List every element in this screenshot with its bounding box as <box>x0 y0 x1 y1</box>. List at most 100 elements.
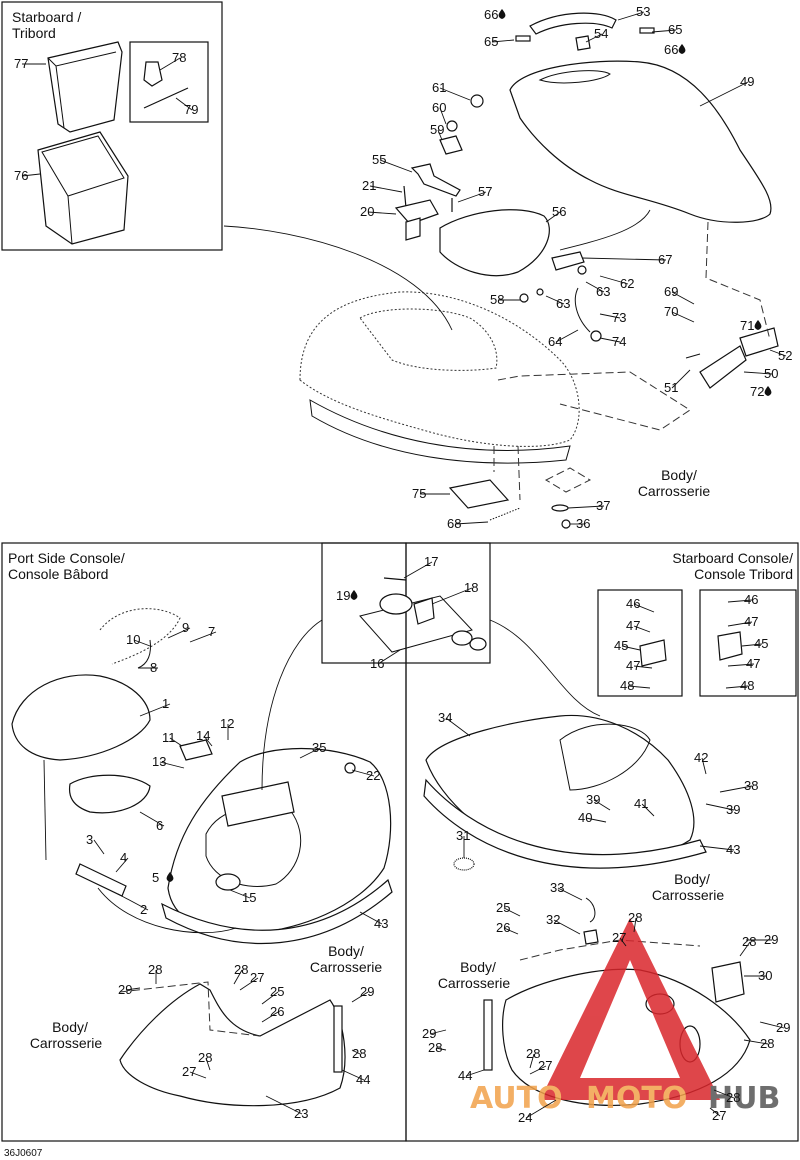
lubricant-drop-icon <box>166 872 174 882</box>
mount-plate-75 <box>448 479 510 509</box>
plug-22 <box>344 762 356 774</box>
part-number-label: 11 <box>162 730 176 745</box>
leader-line <box>367 211 397 215</box>
part-number-label: 37 <box>596 498 610 513</box>
storage-cover-49 <box>509 60 772 223</box>
part-number-label: 20 <box>360 204 374 219</box>
leader-line <box>203 735 213 747</box>
leader-line <box>769 349 787 357</box>
part-number-label: 53 <box>636 4 650 19</box>
part-number-label: 27 <box>712 1108 726 1123</box>
part-number-label: 71 <box>740 318 754 333</box>
part-number-label: 42 <box>694 750 708 765</box>
leader-line <box>593 799 611 811</box>
leader-line <box>553 919 581 935</box>
part-number-label: 34 <box>438 710 452 725</box>
leader-line <box>619 937 627 947</box>
part-number-label: 41 <box>634 796 648 811</box>
part-number-label: 61 <box>432 80 446 95</box>
part-number-label: 27 <box>538 1058 552 1073</box>
leader-line <box>115 857 129 873</box>
strap-9-10 <box>99 608 181 669</box>
lubricant-drop-icon <box>350 590 358 600</box>
leader-line <box>369 185 403 193</box>
part-number-label: 27 <box>250 970 264 985</box>
leader-line <box>621 645 641 651</box>
pin-65-right <box>639 27 655 34</box>
leader-line <box>529 1065 547 1075</box>
leader-line <box>599 275 629 285</box>
bracket-55 <box>410 163 461 197</box>
leader-line <box>377 649 401 665</box>
section-label-port-line2: Console Bâbord <box>8 566 108 582</box>
part-number-label: 47 <box>744 614 758 629</box>
leader-line <box>529 1053 535 1069</box>
part-number-label: 48 <box>740 678 754 693</box>
bolt-21 <box>403 185 407 209</box>
part-number-label: 66 <box>664 42 678 57</box>
part-number-label: 2 <box>140 902 147 917</box>
part-number-label: 62 <box>620 276 634 291</box>
part-number-label: 48 <box>620 678 634 693</box>
port-console-base-43 <box>161 878 393 945</box>
part-number-label: 77 <box>14 56 28 71</box>
part-number-label: 28 <box>760 1036 774 1051</box>
body-label-stbd-left-line1: Body/ <box>460 959 496 975</box>
leader-line <box>117 893 149 911</box>
body-label-stbd-right-line1: Body/ <box>674 871 710 887</box>
seal-strip-44-stbd <box>483 999 493 1071</box>
leader-line <box>545 295 565 305</box>
rod-79 <box>143 87 189 109</box>
leader-line <box>341 1069 365 1081</box>
part-number-label: 74 <box>612 334 626 349</box>
part-number-label: 18 <box>464 580 478 595</box>
section-label-stbd-console-line1: Starboard Console/ <box>672 550 793 566</box>
part-number-label: 45 <box>754 636 768 651</box>
leader-line <box>351 769 375 777</box>
leader-line <box>581 257 667 261</box>
part-number-label: 63 <box>556 296 570 311</box>
leader-line <box>699 81 749 107</box>
hinge-bracket-45-left <box>639 639 667 667</box>
body-label-port-right-line1: Body/ <box>328 943 364 959</box>
leader-line <box>651 29 677 33</box>
body-label-top-line1: Body/ <box>661 467 697 483</box>
part-number-label: 49 <box>740 74 754 89</box>
part-number-label: 54 <box>594 26 608 41</box>
part-number-label: 70 <box>664 304 678 319</box>
part-number-label: 47 <box>626 618 640 633</box>
leader-line <box>233 969 243 985</box>
watermark-triangle-icon <box>540 918 720 1100</box>
fastener-32 <box>583 929 599 945</box>
part-number-label: 28 <box>148 962 162 977</box>
leader-line <box>719 785 753 793</box>
plug-61 <box>470 94 484 108</box>
leader-line <box>265 1095 303 1115</box>
part-number-label: 28 <box>628 910 642 925</box>
starboard-bins-frame <box>1 1 223 251</box>
part-number-label: 72 <box>750 384 764 399</box>
leader-line <box>189 1071 207 1079</box>
leader-line <box>633 625 651 633</box>
part-number-label: 28 <box>726 1090 740 1105</box>
leader-line <box>709 1107 721 1117</box>
part-number-label: 24 <box>518 1110 532 1125</box>
section-label-port-line1: Port Side Console/ <box>8 550 125 566</box>
part-number-label: 28 <box>234 962 248 977</box>
leader-line <box>351 1049 361 1055</box>
leader-line <box>727 599 753 603</box>
leader-line <box>759 1021 785 1029</box>
part-number-label: 9 <box>182 620 189 635</box>
part-number-label: 33 <box>550 880 564 895</box>
leader-line <box>351 991 369 1003</box>
part-number-label: 39 <box>726 802 740 817</box>
latch-base-20 <box>394 199 439 241</box>
spring-68 <box>489 507 521 521</box>
leader-line <box>633 917 637 933</box>
pad-56 <box>439 209 550 277</box>
watermark-hub: HUB <box>708 1081 780 1116</box>
part-number-label: 47 <box>746 656 760 671</box>
leader-line <box>169 737 183 747</box>
leader-line <box>439 87 471 101</box>
